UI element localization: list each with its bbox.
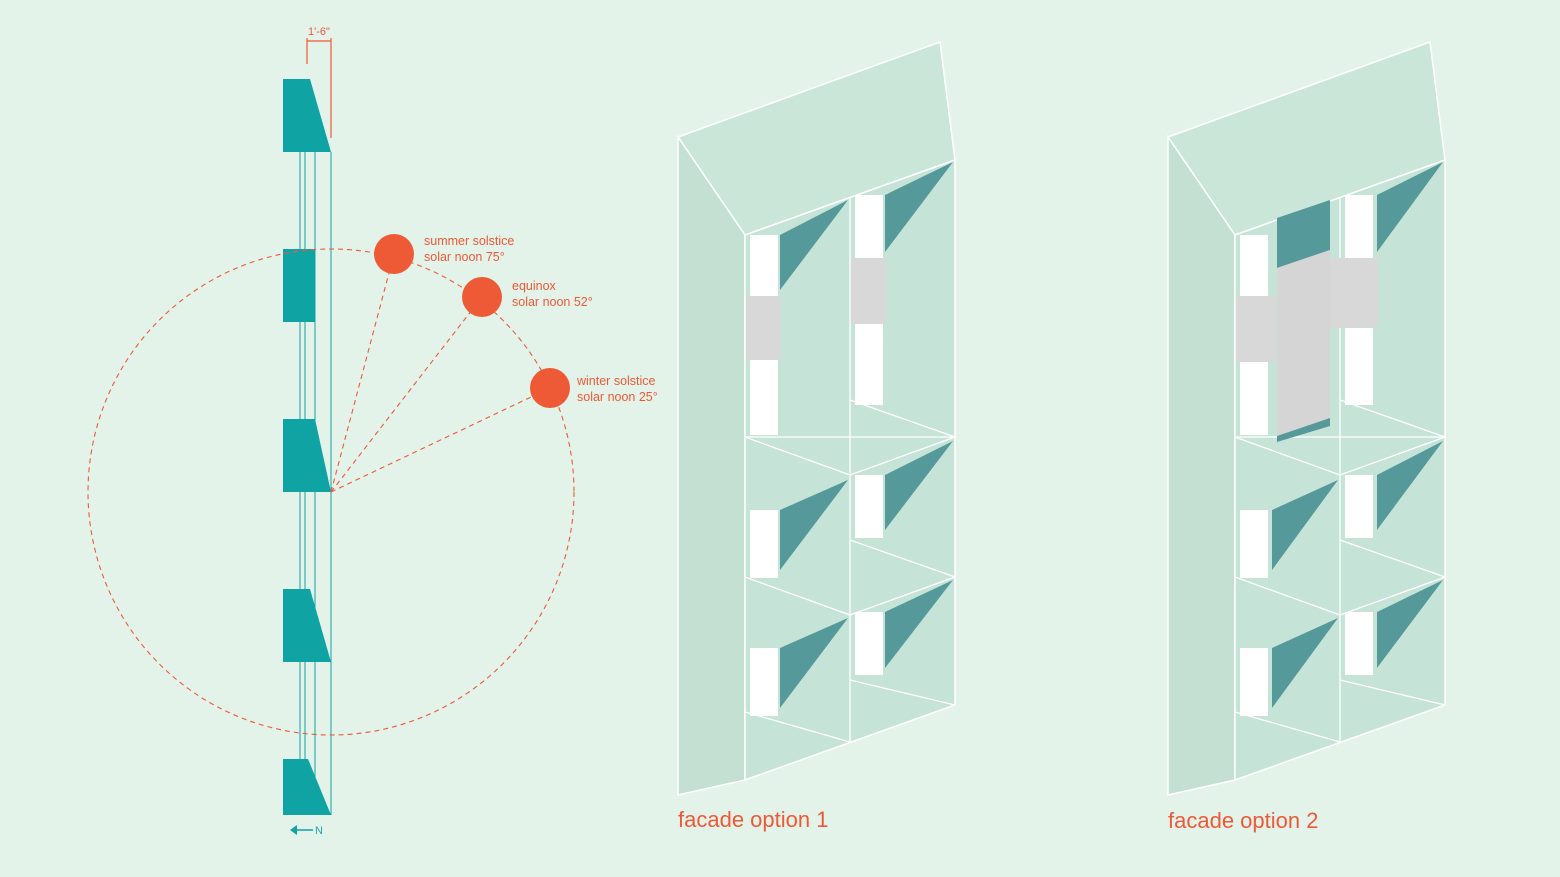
sun-winter-solstice: winter solstice solar noon 25° bbox=[530, 368, 658, 408]
sun-equinox: equinox solar noon 52° bbox=[462, 277, 593, 317]
facade-caption: facade option 2 bbox=[1168, 808, 1318, 833]
sun-detail-label: solar noon 25° bbox=[577, 390, 658, 404]
facade-option-1: facade option 1 bbox=[676, 40, 956, 832]
sun-event-label: winter solstice bbox=[576, 374, 656, 388]
wall-section: 1'-6" N bbox=[283, 26, 332, 837]
sun-icon bbox=[374, 234, 414, 274]
sun-icon bbox=[462, 277, 502, 317]
facade-option-2: facade option 2 bbox=[1166, 40, 1446, 833]
sun-path bbox=[87, 248, 575, 736]
sun-event-label: equinox bbox=[512, 279, 557, 293]
sun-detail-label: solar noon 75° bbox=[424, 250, 505, 264]
sun-event-label: summer solstice bbox=[424, 234, 514, 248]
sun-icon bbox=[530, 368, 570, 408]
sun-summer-solstice: summer solstice solar noon 75° bbox=[374, 234, 514, 274]
facade-caption: facade option 1 bbox=[678, 807, 828, 832]
dimension-label: 1'-6" bbox=[308, 26, 330, 38]
sun-detail-label: solar noon 52° bbox=[512, 295, 593, 309]
north-label: N bbox=[315, 825, 323, 837]
